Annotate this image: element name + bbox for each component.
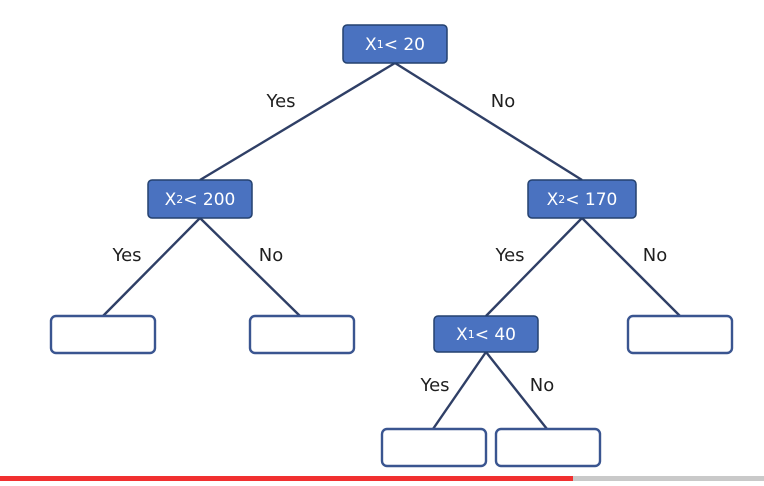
right-no-label: No [643,245,667,266]
decision-node-right-left-box [433,315,539,353]
edge-right-left-yes [432,351,487,430]
decision-node-left-box [147,179,253,219]
leaf-node-5 [494,427,602,468]
edge-right-left-no [485,351,548,430]
right-left-variable: X [456,325,468,345]
leaf-node-2 [248,314,356,355]
root-variable: X [365,35,377,55]
leaf-node-1 [49,314,157,355]
edge-root-yes [199,61,396,182]
edge-left-yes [102,217,201,317]
edge-right-yes [485,217,583,317]
right-subscript: 2 [558,193,565,206]
right-variable: X [547,190,559,210]
decision-node-root-label: X1< 20 [365,35,425,55]
decision-node-root-box [342,24,448,64]
leaf-node-4 [380,427,488,468]
right-left-condition: < 40 [475,325,516,345]
right-condition: < 170 [565,190,617,210]
right-yes-label: Yes [494,245,524,266]
edge-labels: Yes No Yes No Yes No Yes No [111,91,667,396]
left-variable: X [165,190,177,210]
right-left-yes-label: Yes [419,375,449,396]
root-condition: < 20 [384,35,425,55]
decision-node-right: X2< 170 [527,179,637,219]
left-no-label: No [259,245,283,266]
edge-left-no [199,217,301,317]
edge-right-no [581,217,681,317]
leaf-node-3 [626,314,734,355]
video-bottom-strip [0,481,764,486]
decision-node-right-left-label: X1< 40 [456,325,516,345]
decision-node-right-label: X2< 170 [547,190,618,210]
tree-edges [102,61,681,430]
decision-node-left: X2< 200 [147,179,253,219]
right-left-subscript: 1 [468,328,475,341]
right-left-no-label: No [530,375,554,396]
decision-node-right-box [527,179,637,219]
left-condition: < 200 [183,190,235,210]
decision-node-left-label: X2< 200 [165,190,236,210]
edge-root-no [394,61,583,182]
root-subscript: 1 [377,38,384,51]
decision-node-root: X1< 20 [342,24,448,64]
leaf-nodes [49,314,734,468]
video-progress-bar[interactable] [0,476,764,481]
decision-node-right-left: X1< 40 [433,315,539,353]
root-no-label: No [491,91,515,112]
root-yes-label: Yes [265,91,295,112]
left-yes-label: Yes [111,245,141,266]
video-progress-fill [0,476,573,481]
decision-tree-diagram: Yes No Yes No Yes No Yes No X1< 20 X2< 2… [49,24,734,468]
left-subscript: 2 [176,193,183,206]
